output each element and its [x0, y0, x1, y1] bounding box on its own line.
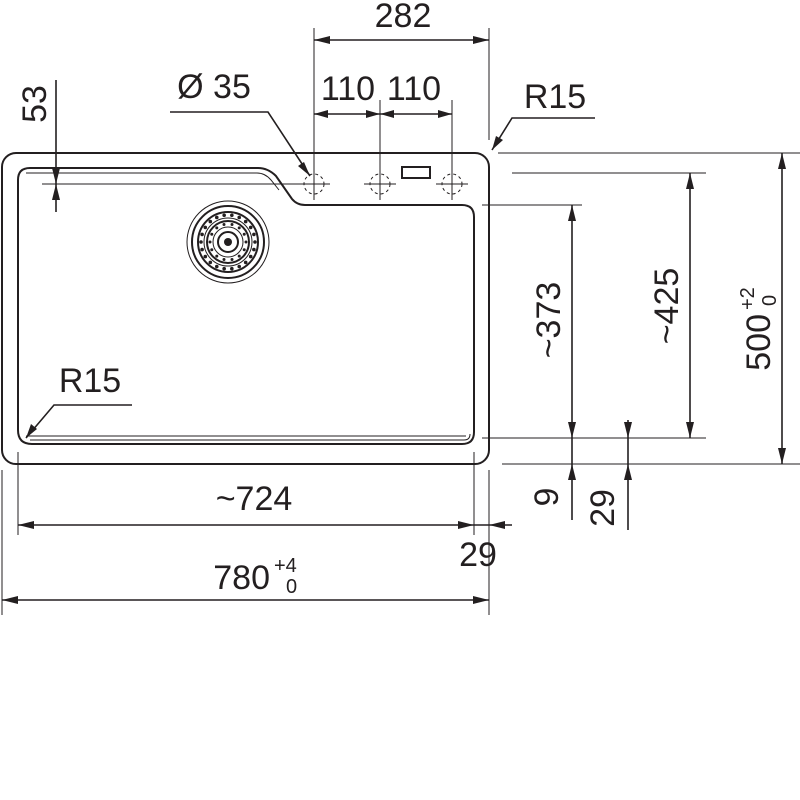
strainer-hole [203, 254, 208, 259]
dim-line-500 [778, 153, 786, 464]
tap-hole-middle [364, 168, 396, 200]
strainer-hole [222, 222, 226, 226]
strainer-hole [208, 260, 213, 265]
dim-line-29-vertical [624, 420, 632, 530]
strainer-hole [237, 215, 242, 220]
strainer-hole [243, 219, 248, 224]
strainer-hole [248, 225, 253, 230]
sink-outline [1, 152, 490, 465]
strainer-hole [214, 215, 219, 220]
strainer-hole [222, 213, 226, 218]
strainer-hole [248, 254, 253, 259]
strainer-hole [200, 232, 204, 237]
label-500-group: 500 +2 0 [737, 287, 781, 371]
dim-line-724 [18, 521, 512, 529]
label-282: 282 [375, 0, 432, 35]
label-29-horizontal: 29 [459, 536, 497, 574]
leader-diameter [170, 111, 311, 177]
label-53: 53 [16, 85, 54, 123]
label-780-tol-upper: +4 [274, 555, 297, 577]
strainer-hole [210, 232, 214, 236]
bowl-outline [17, 167, 475, 445]
label-780-group: 780 +4 0 [213, 555, 297, 598]
extension-lines [1, 28, 800, 615]
drain-strainer [186, 200, 270, 284]
label-724: ~724 [216, 480, 293, 518]
strainer-hole [237, 264, 242, 269]
strainer-hole [242, 232, 246, 236]
label-780-tol-lower: 0 [286, 576, 297, 598]
strainer-hole [215, 254, 219, 258]
strainer-hole [230, 258, 234, 262]
strainer-hole [252, 247, 256, 252]
label-29-vertical: 29 [584, 489, 622, 527]
tap-hole-left [298, 168, 330, 200]
label-373: ~373 [530, 282, 568, 359]
strainer-hole [230, 213, 234, 218]
overflow-slot [401, 166, 431, 179]
strainer-hole [210, 248, 214, 252]
strainer-hole [230, 266, 234, 271]
label-9: 9 [528, 488, 566, 507]
strainer-hole [243, 260, 248, 265]
label-r15-outer: R15 [524, 78, 586, 116]
strainer-hole [237, 254, 241, 258]
strainer-hole [208, 219, 213, 224]
label-425: ~425 [648, 268, 686, 345]
strainer-hole [203, 225, 208, 230]
label-tap-hole-diameter: Ø 35 [177, 68, 251, 106]
strainer-hole [222, 258, 226, 262]
strainer-hole [208, 240, 212, 244]
dim-line-780 [2, 596, 489, 604]
strainer-hole [252, 232, 256, 237]
strainer-hole [230, 222, 234, 226]
label-500-tol-upper: +2 [737, 287, 759, 310]
label-110-left: 110 [321, 70, 375, 108]
strainer-holes [199, 213, 257, 271]
strainer-hole [237, 226, 241, 230]
strainer-hole [253, 240, 257, 244]
dim-line-282 [314, 36, 489, 44]
strainer-hole [222, 266, 226, 271]
label-500-tol-lower: 0 [759, 295, 781, 306]
label-r15-inner: R15 [59, 362, 121, 400]
strainer-hole [215, 226, 219, 230]
label-780: 780 [213, 559, 270, 597]
strainer-hole [242, 248, 246, 252]
dim-line-373 [568, 205, 576, 438]
strainer-hole [199, 240, 203, 244]
label-500: 500 [740, 314, 778, 371]
strainer-hole [214, 264, 219, 269]
strainer-hole [200, 247, 204, 252]
dim-line-9 [568, 438, 576, 520]
dim-line-53 [42, 80, 300, 212]
leader-r15-outer [491, 117, 595, 151]
tap-hole-right [436, 168, 468, 200]
label-110-right: 110 [387, 70, 441, 108]
dim-line-425 [686, 173, 694, 438]
dim-line-110-110 [314, 110, 452, 118]
leader-r15-inner [25, 404, 132, 439]
strainer-hole [244, 240, 248, 244]
